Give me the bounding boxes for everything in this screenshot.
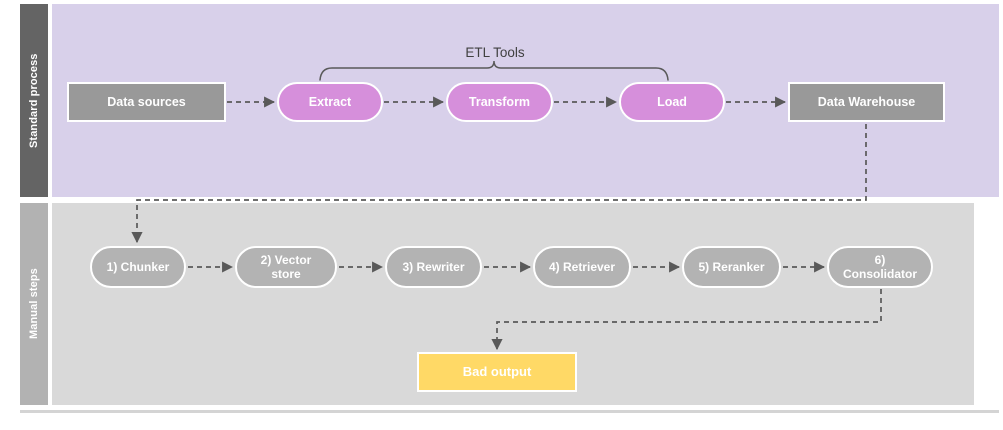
bottom-divider bbox=[20, 410, 999, 413]
node-reranker[interactable]: 5) Reranker bbox=[682, 246, 781, 288]
node-transform[interactable]: Transform bbox=[446, 82, 553, 122]
node-consolidator[interactable]: 6) Consolidator bbox=[827, 246, 933, 288]
lane-label-standard-process: Standard process bbox=[20, 4, 48, 197]
node-load[interactable]: Load bbox=[619, 82, 725, 122]
node-extract[interactable]: Extract bbox=[277, 82, 383, 122]
node-retriever[interactable]: 4) Retriever bbox=[533, 246, 631, 288]
node-data-sources[interactable]: Data sources bbox=[67, 82, 226, 122]
lane-label-manual-steps: Manual steps bbox=[20, 203, 48, 405]
node-vector-store[interactable]: 2) Vector store bbox=[235, 246, 337, 288]
etl-tools-label: ETL Tools bbox=[465, 45, 525, 60]
node-rewriter[interactable]: 3) Rewriter bbox=[385, 246, 482, 288]
node-chunker[interactable]: 1) Chunker bbox=[90, 246, 186, 288]
node-data-warehouse[interactable]: Data Warehouse bbox=[788, 82, 945, 122]
node-bad-output[interactable]: Bad output bbox=[417, 352, 577, 392]
